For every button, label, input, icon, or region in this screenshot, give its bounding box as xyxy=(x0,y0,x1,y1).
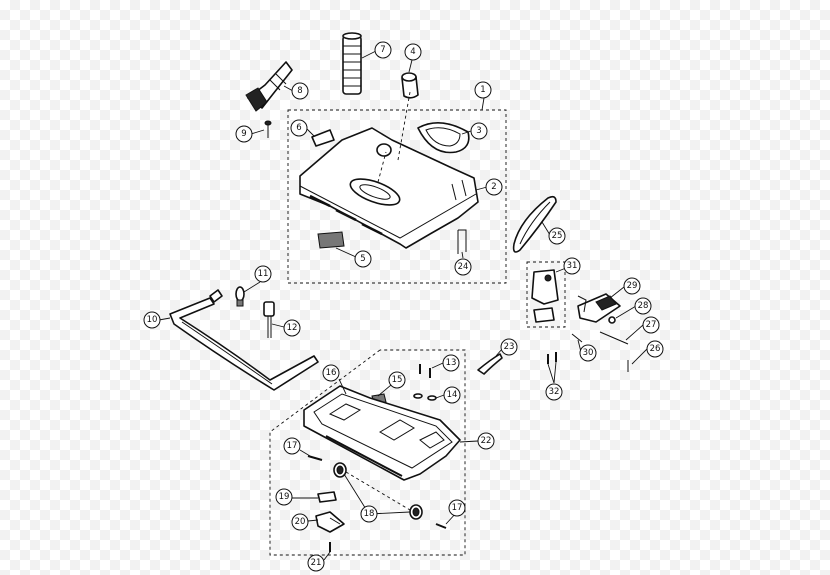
svg-text:7: 7 xyxy=(380,45,385,55)
callout-2: 2 xyxy=(485,178,503,196)
callout-7: 7 xyxy=(374,41,392,59)
svg-text:12: 12 xyxy=(287,323,298,333)
pedal-bracket-box xyxy=(526,261,566,328)
part-29-pedal xyxy=(577,293,621,323)
svg-text:17: 17 xyxy=(452,503,463,513)
svg-text:10: 10 xyxy=(147,315,158,325)
part-11-bulb xyxy=(235,286,245,307)
svg-text:22: 22 xyxy=(481,436,492,446)
part-28-washer xyxy=(608,316,616,324)
callout-30: 30 xyxy=(579,344,597,362)
svg-text:3: 3 xyxy=(476,126,481,136)
callout-26: 26 xyxy=(646,340,664,358)
part-27-pin xyxy=(599,331,629,345)
callout-16: 16 xyxy=(322,364,340,382)
part-23-clip xyxy=(477,353,503,375)
svg-text:26: 26 xyxy=(650,344,661,354)
part-8-nozzle xyxy=(245,61,293,112)
svg-text:30: 30 xyxy=(583,348,594,358)
part-31-bracket xyxy=(531,269,559,323)
callout-22: 22 xyxy=(477,432,495,450)
svg-text:21: 21 xyxy=(311,558,322,568)
svg-text:8: 8 xyxy=(297,86,302,96)
part-4-collar xyxy=(401,72,419,99)
callout-1: 1 xyxy=(474,81,492,99)
part-2-hood xyxy=(299,91,479,249)
callout-23: 23 xyxy=(500,338,518,356)
part-9-screw xyxy=(264,120,272,138)
part-25-belt xyxy=(512,195,557,253)
callout-17b: 17 xyxy=(448,499,466,517)
svg-text:4: 4 xyxy=(410,47,415,57)
callout-10: 10 xyxy=(143,311,161,329)
callout-15: 15 xyxy=(388,371,406,389)
svg-text:27: 27 xyxy=(646,320,657,330)
svg-text:32: 32 xyxy=(549,387,560,397)
svg-text:28: 28 xyxy=(638,301,649,311)
svg-text:13: 13 xyxy=(446,358,457,368)
callout-9: 9 xyxy=(235,125,253,143)
svg-text:17: 17 xyxy=(287,441,298,451)
callout-11: 11 xyxy=(254,265,272,283)
part-6-latch xyxy=(311,129,335,147)
svg-text:1: 1 xyxy=(480,85,485,95)
part-10-bumper xyxy=(169,289,319,391)
part-20-slider xyxy=(315,511,345,533)
svg-text:9: 9 xyxy=(241,129,246,139)
svg-text:2: 2 xyxy=(491,182,496,192)
part-5-label xyxy=(317,231,345,249)
part-14-washer xyxy=(413,393,423,399)
part-3-gasket xyxy=(417,122,470,154)
callout-21: 21 xyxy=(307,554,325,572)
callout-25: 25 xyxy=(548,227,566,245)
svg-text:31: 31 xyxy=(567,261,578,271)
svg-text:5: 5 xyxy=(360,254,365,264)
part-22-baseplate xyxy=(303,385,461,481)
callout-4: 4 xyxy=(404,43,422,61)
callout-8: 8 xyxy=(291,82,309,100)
callout-12: 12 xyxy=(283,319,301,337)
callout-27: 27 xyxy=(642,316,660,334)
callout-29: 29 xyxy=(623,277,641,295)
callout-17a: 17 xyxy=(283,437,301,455)
callout-19: 19 xyxy=(275,488,293,506)
part-7-tube xyxy=(342,32,362,95)
callout-31: 31 xyxy=(563,257,581,275)
callout-24: 24 xyxy=(454,258,472,276)
svg-text:23: 23 xyxy=(504,342,515,352)
part-30-spring xyxy=(571,333,583,343)
callout-13: 13 xyxy=(442,354,460,372)
svg-text:16: 16 xyxy=(326,368,337,378)
part-12-socket xyxy=(263,301,275,338)
baseplate-assembly-box xyxy=(269,349,466,556)
callout-14: 14 xyxy=(443,386,461,404)
leader-lines xyxy=(158,50,648,561)
callout-32: 32 xyxy=(545,383,563,401)
hood-assembly-box xyxy=(287,109,507,284)
part-18-wheels xyxy=(333,462,423,520)
part-17-screw xyxy=(307,455,323,461)
callout-20: 20 xyxy=(291,513,309,531)
svg-text:14: 14 xyxy=(447,390,458,400)
part-24-clip xyxy=(457,229,467,254)
svg-text:20: 20 xyxy=(295,517,306,527)
svg-text:24: 24 xyxy=(458,262,469,272)
svg-text:25: 25 xyxy=(552,231,563,241)
svg-text:15: 15 xyxy=(392,375,403,385)
svg-text:18: 18 xyxy=(364,509,375,519)
svg-text:19: 19 xyxy=(279,492,290,502)
callout-3: 3 xyxy=(470,122,488,140)
callout-5: 5 xyxy=(354,250,372,268)
svg-text:29: 29 xyxy=(627,281,638,291)
svg-text:6: 6 xyxy=(296,123,301,133)
callout-6: 6 xyxy=(290,119,308,137)
svg-text:11: 11 xyxy=(258,269,269,279)
part-19-bracket xyxy=(317,491,337,503)
callout-18: 18 xyxy=(360,505,378,523)
callout-28: 28 xyxy=(634,297,652,315)
part-32-screws xyxy=(547,352,557,364)
